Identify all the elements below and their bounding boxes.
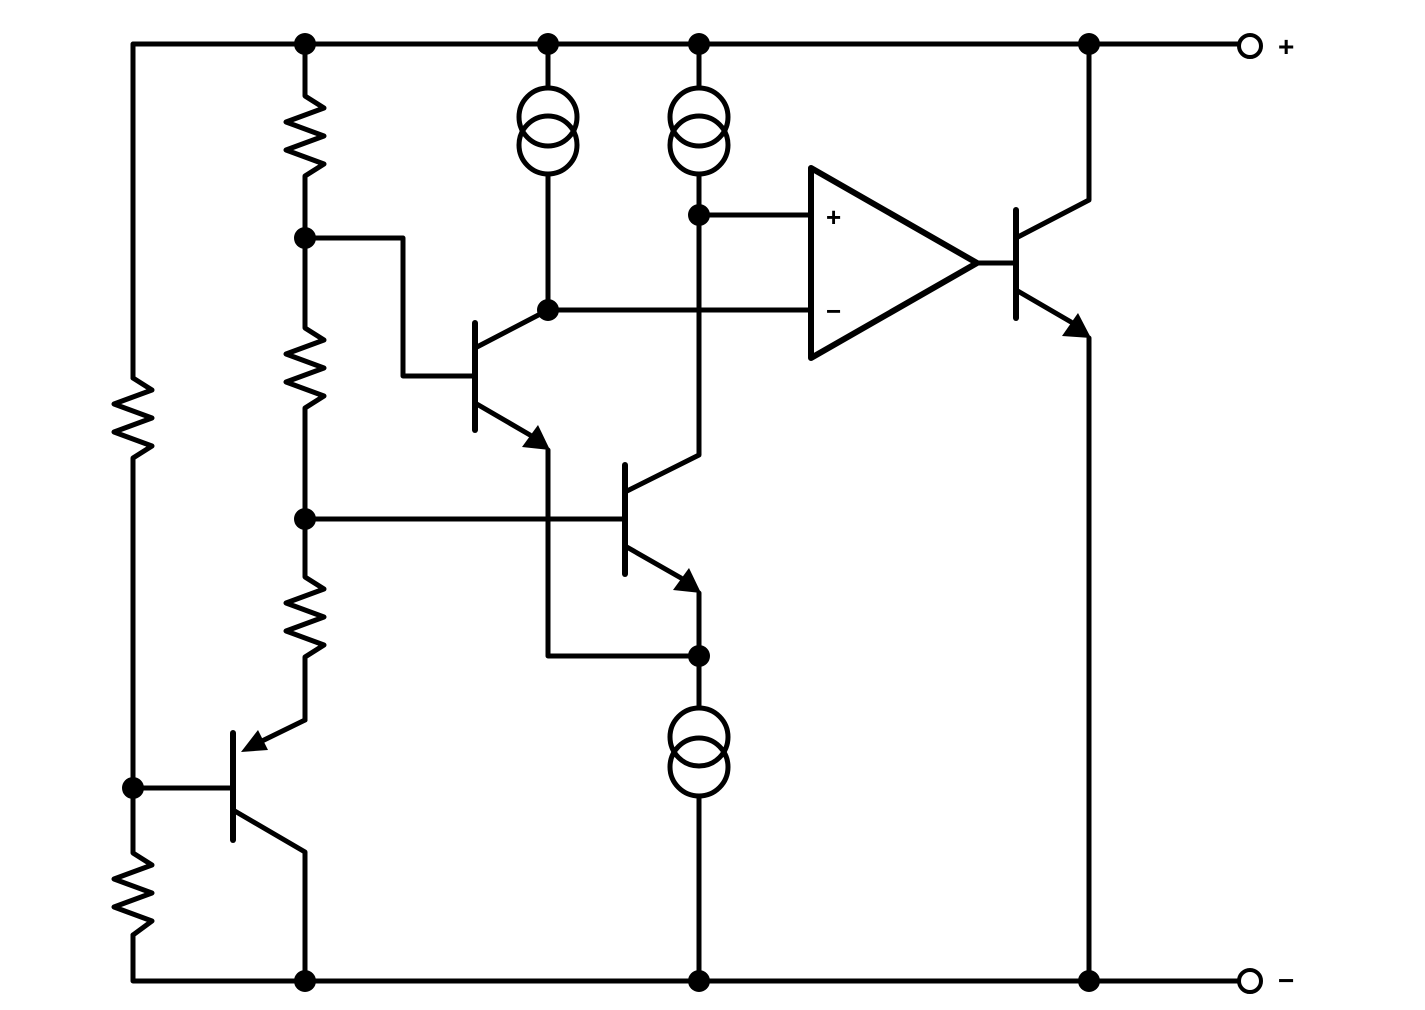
negative-terminal-label: − (1278, 965, 1294, 996)
negative-terminal: − (1237, 965, 1294, 996)
resistor-string-middle (283, 235, 327, 522)
op-amp: + − (545, 165, 980, 361)
resistor-string-bottom (283, 516, 327, 723)
negative-rail (130, 932, 1243, 984)
positive-terminal: + (1237, 31, 1294, 62)
output-transistor (974, 41, 1092, 984)
junction-dots (122, 33, 1100, 992)
op-amp-noninverting-label: + (826, 202, 841, 232)
resistor-left-lower (111, 785, 155, 938)
npn-transistor-q2 (302, 212, 702, 659)
current-source-1 (516, 41, 580, 313)
positive-rail (130, 41, 1243, 381)
current-source-3 (667, 653, 731, 984)
current-source-2 (667, 41, 731, 218)
positive-terminal-label: + (1278, 31, 1294, 62)
npn-transistor-q1 (302, 235, 702, 659)
resistor-string-top (283, 41, 327, 241)
pnp-transistor (130, 717, 308, 984)
op-amp-inverting-label: − (826, 296, 841, 326)
resistor-left-upper (111, 375, 155, 791)
